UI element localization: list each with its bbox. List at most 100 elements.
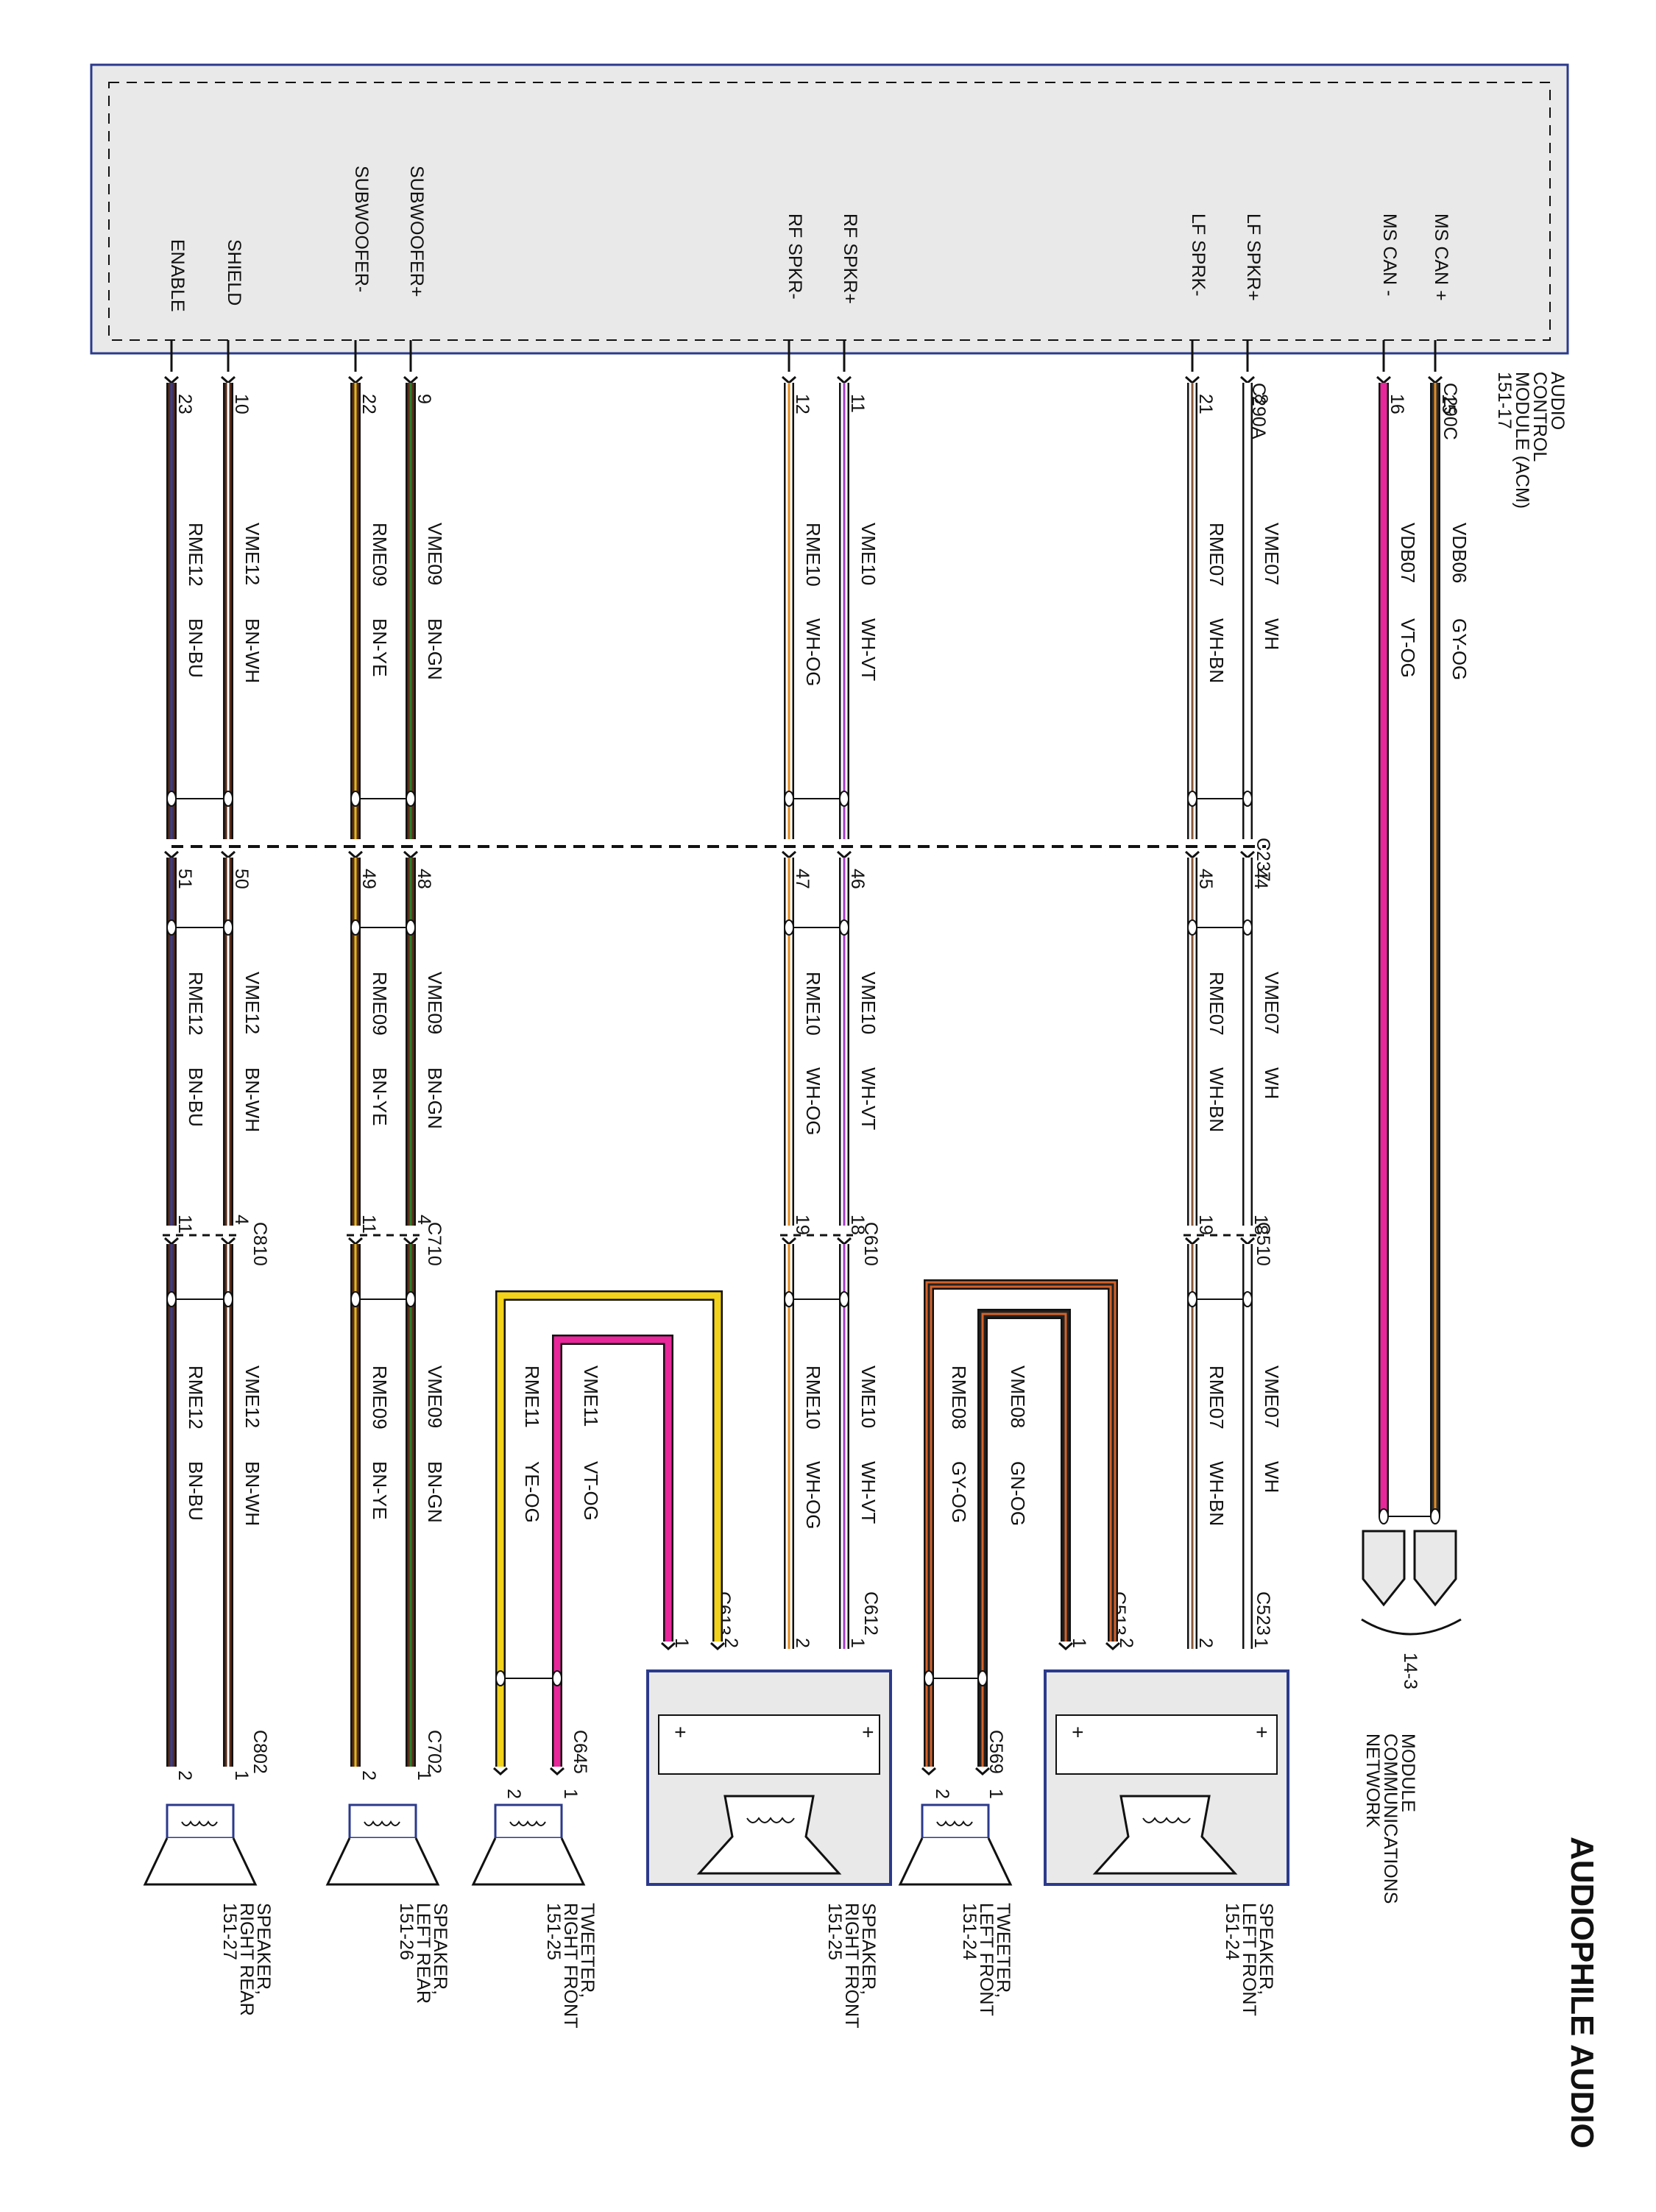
twist-mark [1187,919,1197,936]
pin-number: 22 [358,394,379,414]
component-label-line: 151-27 [219,1903,240,1960]
connector-pin-arrow [1240,375,1255,385]
network-label-line: MODULE [1398,1734,1418,1812]
connector-pin-arrow [1428,375,1443,385]
pin-number: 1 [1069,1638,1089,1648]
pin-number: 1 [671,1638,692,1648]
connector-pin-arrow [221,375,236,385]
wire-circuit-label: VDB07 [1397,523,1419,583]
label-rf-speaker: SPEAKER, RIGHT FRONT 151-25 [824,1903,879,2028]
connector-pin-arrow [1185,1237,1200,1246]
pin-number: 1 [1250,1638,1271,1648]
twist-mark [166,1291,177,1307]
pin-number: 4 [231,1215,252,1225]
lr-speaker-body [348,1803,417,1840]
twist-mark [924,1670,934,1686]
label-rr-speaker: SPEAKER, RIGHT REAR 151-27 [219,1903,274,2016]
label-lf-speaker: SPEAKER, LEFT FRONT 151-24 [1222,1903,1276,2016]
connector-pin-arrow [837,850,852,860]
twist-mark [350,919,361,936]
component-label-line: SPEAKER, [430,1903,450,1995]
twist-mark [223,791,233,807]
pin-number: 51 [174,869,195,889]
wire-circuit-label: RME12 [185,1365,207,1430]
pin-label-enable: ENABLE [167,239,188,312]
wire-color-label: GY-OG [1448,618,1471,680]
lf-tweeter-body [921,1803,990,1840]
pin-number: 12 [792,394,813,414]
connector-c569: C569 [986,1730,1006,1774]
connector-pin-arrow [975,1767,990,1776]
pin-number: 2 [721,1638,741,1648]
pin-label-subwoofer-plus: SUBWOOFER+ [406,166,427,297]
pin-number: 2 [1195,1638,1216,1648]
wire-circuit-label: RME08 [948,1365,970,1430]
pin-number: 9 [414,394,434,404]
pin-number: 11 [174,1215,195,1234]
wire-circuit-label: VDB06 [1448,523,1471,583]
rr-speaker-cone [143,1837,258,1886]
wire-circuit-label: RME09 [369,523,391,587]
connector-pin-arrow [1058,1642,1073,1651]
wire-stripe [927,1283,1114,1767]
pin-number: 50 [231,869,252,889]
pin-number: 2 [792,1638,813,1648]
wire-color-label: BN-GN [424,618,446,680]
pin-number: 18 [847,1215,868,1235]
wire-color-label: WH-OG [802,1067,824,1135]
connector-pin-arrow [782,850,796,860]
label-lr-speaker: SPEAKER, LEFT REAR 151-26 [396,1903,450,2004]
twist-mark [350,1291,361,1307]
connector-c523: C523 [1253,1591,1273,1636]
pin-number: 4 [414,1215,434,1225]
pin-number: 21 [1195,394,1216,414]
component-label-line: TWEETER, [577,1903,598,1998]
rf-tweeter-coil [509,1820,546,1826]
terminal-plus: + [1250,1726,1273,1738]
wire-color-label: BN-YE [369,618,391,676]
connector-pin-arrow [550,1767,565,1776]
twist-mark [223,919,233,936]
wire-circuit-label: VME07 [1261,1365,1283,1428]
pin-number: 2 [932,1789,952,1799]
component-label-line: RIGHT REAR [236,1903,257,2016]
connector-pin-arrow [661,1642,676,1651]
rr-speaker-body [166,1803,235,1840]
wire-circuit-label: RME10 [802,972,824,1036]
pin-number: 19 [792,1215,813,1235]
terminal-plus: + [1066,1726,1089,1738]
twist-mark [406,1291,416,1307]
pin-number: 45 [1195,869,1216,889]
component-label-line: 151-26 [396,1903,417,1960]
wire-circuit-label: VME10 [857,972,880,1034]
terminal-plus: + [857,1726,880,1738]
wire-color-label: BN-WH [241,1067,263,1132]
wire-color-label: YE-OG [521,1461,543,1523]
label-lf-tweeter: TWEETER, LEFT FRONT 151-24 [959,1903,1013,2016]
connector-pin-arrow [782,1237,796,1246]
pin-number: 1 [231,1770,252,1781]
wire-circuit-label: RME10 [802,1365,824,1430]
wires-layer: 15VDB06GY-OG16VDB07VT-OGVME07WHVME07WHVM… [163,340,1471,1799]
connector-c510: C510 [1253,1222,1273,1266]
lf-tweeter-coil [936,1820,973,1826]
connector-c810: C810 [250,1222,270,1266]
wire-color-label: WH-VT [857,1067,880,1130]
wire-circuit-label: RME11 [521,1365,543,1428]
twist-mark [1187,791,1197,807]
rf-speaker-terminal [658,1714,880,1775]
connector-pin-arrow [164,375,179,385]
pin-number: 49 [358,869,379,889]
connector-pin-arrow [348,850,363,860]
twist-mark [839,791,849,807]
module-name-line: 151-17 [1494,372,1515,429]
twist-mark [223,1291,233,1307]
pin-number: 10 [231,394,252,414]
component-label-line: SPEAKER, [1256,1903,1276,1995]
connector-pin-arrow [348,1237,363,1246]
component-label-line: RIGHT FRONT [841,1903,862,2028]
twist-mark [166,791,177,807]
twist-mark [552,1670,562,1686]
connector-c802: C802 [250,1730,270,1774]
